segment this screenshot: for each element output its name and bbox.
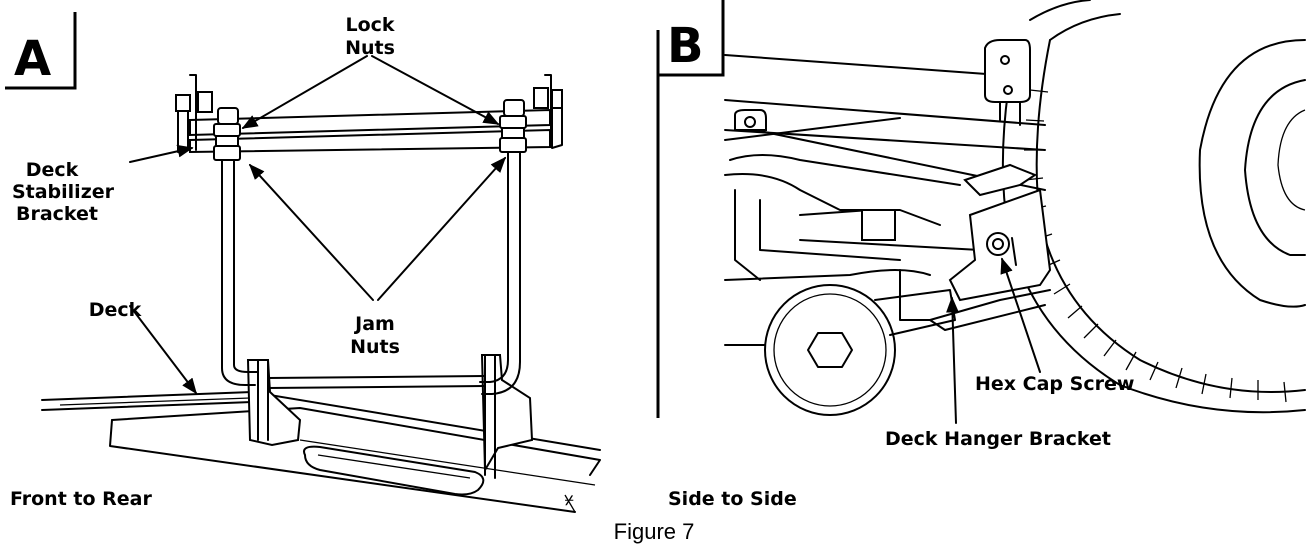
deck-handle xyxy=(303,445,485,496)
panel-a-letter: A xyxy=(14,31,51,87)
hex-cap-screw xyxy=(986,232,1017,266)
jam-nuts-label-line1: Jam xyxy=(353,313,395,335)
gauge-wheel xyxy=(764,284,956,416)
latch-part xyxy=(963,163,1038,197)
figure-caption: Figure 7 xyxy=(614,519,695,544)
nut-stack-right xyxy=(499,99,527,153)
stabilizer-bracket xyxy=(175,74,563,154)
stabilizer-label-line1: Deck xyxy=(26,159,79,181)
panel-b-letter-box: B xyxy=(656,0,725,418)
jam-nuts-label-line2: Nuts xyxy=(350,336,400,358)
hex-cap-screw-label: Hex Cap Screw xyxy=(975,373,1134,395)
panel-b-letter: B xyxy=(667,18,704,74)
panel-b-caption: Side to Side xyxy=(668,488,797,510)
panel-a-caption: Front to Rear xyxy=(10,488,152,510)
tractor-frame xyxy=(724,54,1051,346)
stabilizer-label-line2: Stabilizer xyxy=(12,181,115,203)
panel-a: A ⌿ xyxy=(5,12,601,513)
lower-bracket-right xyxy=(480,354,534,474)
panel-a-leaders xyxy=(129,55,507,395)
svg-text:⌿: ⌿ xyxy=(565,493,574,509)
panel-a-letter-box: A xyxy=(5,12,77,90)
nut-stack-left xyxy=(213,107,241,161)
lock-nuts-label-line2: Nuts xyxy=(345,37,395,59)
stabilizer-label-line3: Bracket xyxy=(16,203,98,225)
deck-label: Deck xyxy=(89,299,142,321)
panel-b-leaders xyxy=(946,257,1041,424)
deck-surface: ⌿ xyxy=(41,391,601,513)
upper-bracket xyxy=(734,39,1031,131)
panel-b: B xyxy=(656,0,1306,510)
tire xyxy=(1001,0,1306,414)
lock-nuts-label-line1: Lock xyxy=(345,14,394,36)
deck-hanger-bracket-label: Deck Hanger Bracket xyxy=(885,428,1111,450)
bracket-post xyxy=(861,209,896,241)
stabilizer-rod xyxy=(221,147,521,479)
